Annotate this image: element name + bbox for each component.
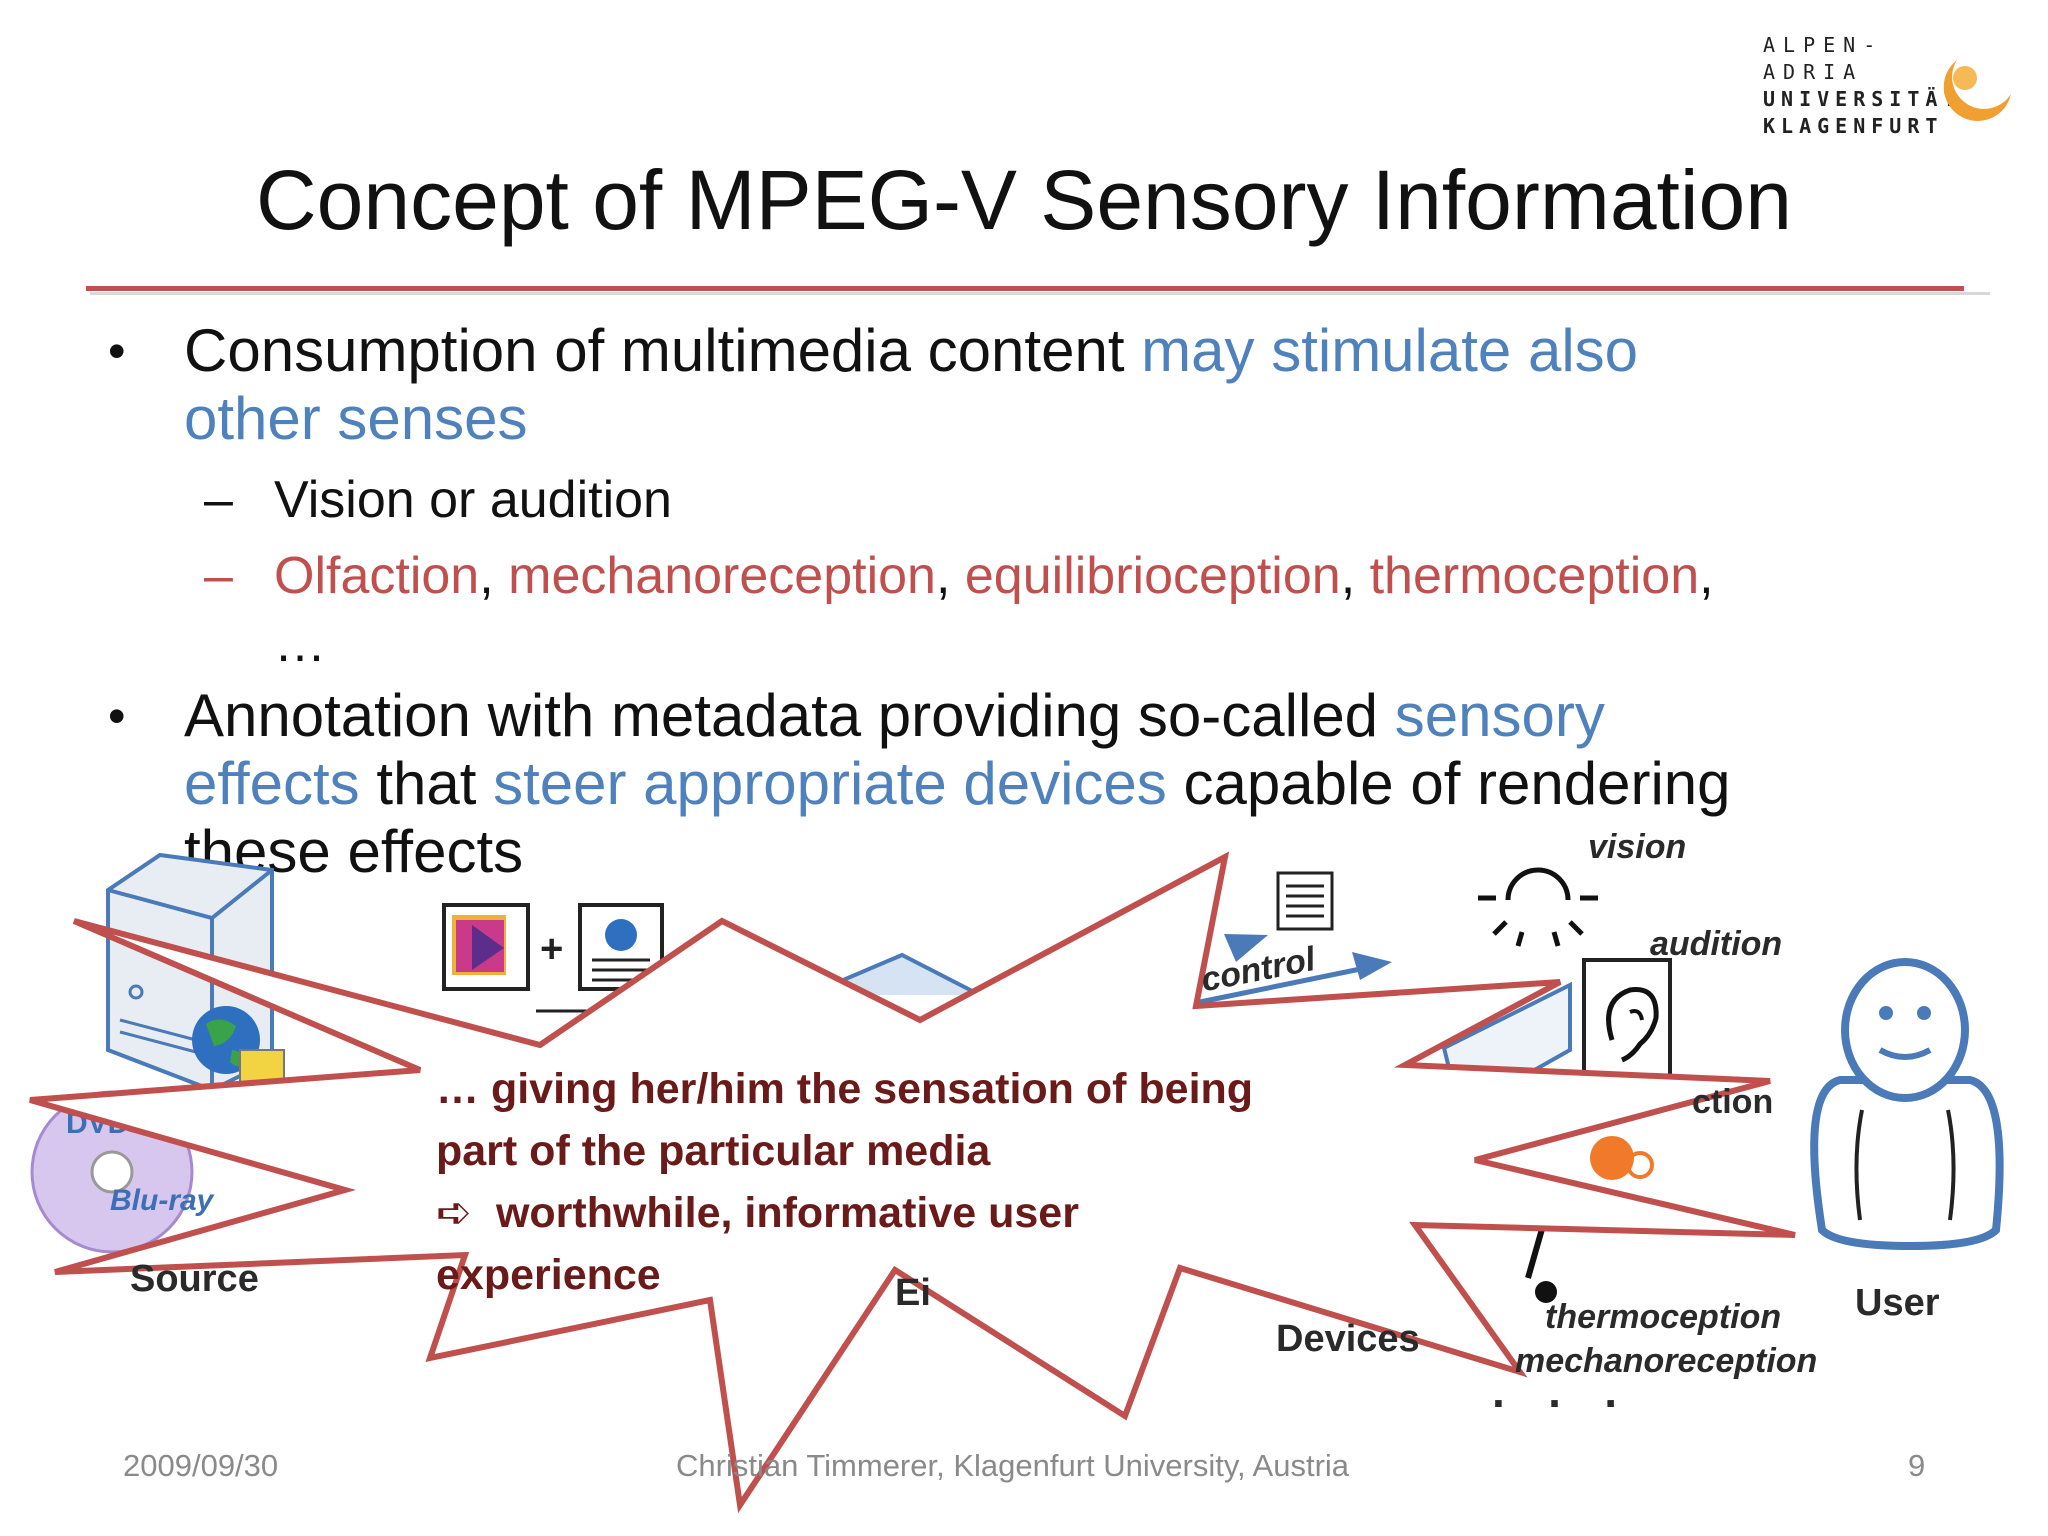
university-logo-text: ALPEN-ADRIA UNIVERSITÄT KLAGENFURT (1763, 32, 1962, 140)
olfaction-device-icon (1590, 1136, 1634, 1180)
label-source: Source (130, 1258, 259, 1300)
label-devices: Devices (1276, 1318, 1420, 1360)
bullet-2-text-3: effects (184, 750, 360, 817)
bullet-dot: • (108, 323, 126, 379)
bullet-2-text-4: that (359, 750, 494, 817)
ear-icon (1582, 958, 1672, 1078)
control-document-icon (1276, 871, 1334, 931)
page-title: Concept of MPEG-V Sensory Information (256, 153, 1792, 247)
bullet-1-line-2: other senses (184, 385, 528, 453)
logo-line-1: ALPEN-ADRIA (1763, 33, 1884, 84)
bullet-2-text-2: sensory (1394, 682, 1605, 749)
bullet-2: • Annotation with metadata providing so-… (108, 682, 1605, 750)
label-vision: vision (1588, 828, 1687, 866)
bullet-2-line-2: effects that steer appropriate devices c… (184, 750, 1731, 818)
burst-callout-shape (29, 851, 1796, 1514)
web-document-icon (578, 903, 664, 991)
bullet-1: • Consumption of multimedia content may … (108, 317, 1639, 385)
footer-author: Christian Timmerer, Klagenfurt Universit… (676, 1448, 1350, 1483)
bullet-2-text-1: Annotation with metadata providing so-ca… (184, 682, 1395, 749)
label-more-dots: · · · (1492, 1377, 1634, 1429)
label-thermoception: thermoception (1545, 1298, 1782, 1336)
label-mechanoreception: mechanoreception (1515, 1342, 1818, 1380)
bullet-dot: • (108, 688, 126, 744)
title-rule (86, 286, 1964, 291)
bullet-1-text-c: other senses (184, 385, 528, 452)
sense-thermoception: thermoception (1369, 547, 1700, 605)
separator: , (1340, 547, 1370, 605)
sub-bullet-dash: – (204, 471, 233, 529)
video-file-icon (442, 903, 530, 991)
burst-line-4: experience (436, 1251, 661, 1299)
sense-equilibrioception: equilibrioception (964, 547, 1341, 605)
arrow-right-icon: ➪ (436, 1189, 473, 1237)
title-rule-shadow (90, 292, 1990, 295)
bluray-label: Blu-ray (110, 1184, 215, 1217)
sub-bullet-2: – Olfaction, mechanoreception, equilibri… (204, 544, 1714, 608)
user-face (1879, 1006, 1931, 1020)
burst-callout-text: … giving her/him the sensation of being … (436, 1058, 1336, 1306)
bullet-2-text-6: capable of rendering (1166, 750, 1731, 817)
footer-page-number: 9 (1908, 1448, 1926, 1483)
sense-olfaction: Olfaction (274, 547, 480, 605)
globe-icon (192, 1006, 285, 1085)
sub-bullet-2-ellipsis: … (274, 615, 326, 673)
label-user: User (1855, 1282, 1940, 1324)
user-icon (1810, 958, 2004, 1251)
logo-line-2: UNIVERSITÄT (1763, 87, 1962, 111)
plus-sign: + (540, 927, 563, 971)
sub-bullet-1-text: Vision or audition (274, 471, 672, 529)
separator: , (479, 547, 509, 605)
control-arrow-head-2 (1224, 934, 1268, 962)
burst-line-3-text: worthwhile, informative user (495, 1189, 1079, 1237)
label-olfaction-partial: ction (1692, 1083, 1774, 1121)
burst-line-1: … giving her/him the sensation of being (436, 1065, 1254, 1113)
separator: , (935, 547, 965, 605)
control-arrow-line (1194, 962, 1381, 1006)
label-engine-partial: Ei (895, 1272, 931, 1314)
bullet-2-text-5: steer appropriate devices (493, 750, 1167, 817)
bullet-1-text-a: Consumption of multimedia content (184, 317, 1142, 384)
logo-line-3: KLAGENFURT (1763, 114, 1944, 138)
footer-date: 2009/09/30 (123, 1448, 279, 1483)
thermometer-icon (1525, 1221, 1557, 1303)
burst-line-3: ➪ worthwhile, informative user (436, 1182, 1336, 1244)
control-arrow-head (1352, 952, 1392, 980)
sub-bullet-1: – Vision or audition (204, 468, 672, 532)
light-bulb-icon (1478, 867, 1598, 947)
separator: , (1699, 547, 1714, 605)
sub-bullet-dash: – (204, 547, 233, 605)
label-audition: audition (1650, 925, 1783, 963)
burst-line-2: part of the particular media (436, 1127, 991, 1175)
university-logo-mark-icon (1943, 60, 2011, 121)
user-smile (1878, 1047, 1932, 1060)
sense-mechanoreception: mechanoreception (508, 547, 936, 605)
bullet-1-text-b: may stimulate also (1141, 317, 1639, 384)
